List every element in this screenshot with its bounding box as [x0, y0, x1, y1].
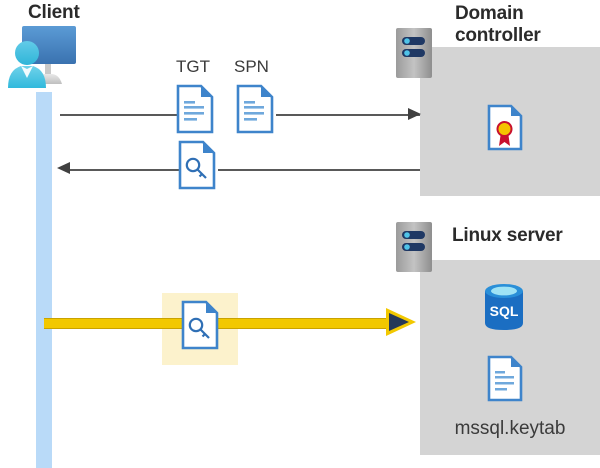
- spn-label: SPN: [234, 57, 269, 76]
- document-icon: [236, 84, 274, 134]
- client-title: Client: [28, 2, 80, 23]
- server-tower-icon: [396, 222, 432, 272]
- svg-text:SQL: SQL: [490, 303, 519, 319]
- domain-controller-title: Domain controller: [455, 3, 541, 47]
- flow-3-line: [44, 318, 394, 329]
- keytab-filename-label: mssql.keytab: [454, 418, 566, 439]
- linux-server-title: Linux server: [452, 225, 563, 246]
- tgt-label: TGT: [176, 57, 210, 76]
- flow-3-arrowhead-inner: [389, 313, 409, 331]
- document-icon: [176, 84, 214, 134]
- flow-1-arrowhead: [408, 108, 421, 120]
- document-icon: [487, 355, 523, 402]
- server-tower-icon: [396, 28, 432, 78]
- flow-2-line-left: [70, 169, 180, 171]
- flow-1-line-left: [60, 114, 178, 116]
- flow-2-arrowhead: [57, 162, 70, 174]
- key-document-icon: [178, 140, 216, 190]
- certificate-document-icon: [487, 104, 523, 151]
- client-lifeline: [36, 92, 52, 468]
- flow-1-line-right: [276, 114, 420, 116]
- sql-database-icon: SQL: [482, 282, 526, 332]
- key-document-icon: [181, 300, 219, 350]
- client-workstation-icon: [4, 22, 94, 102]
- flow-2-line-right: [218, 169, 420, 171]
